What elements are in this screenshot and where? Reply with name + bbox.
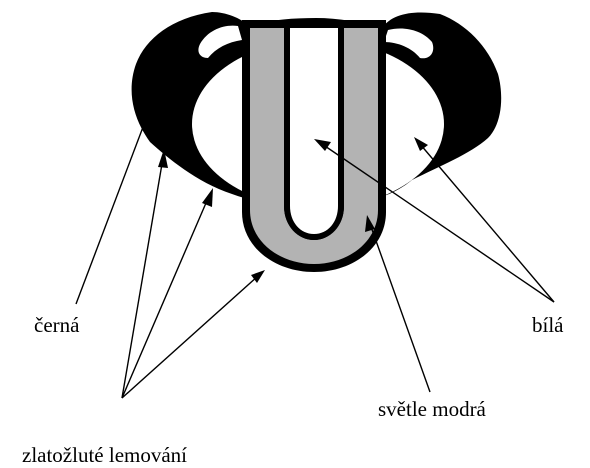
- arrow-black-line: [76, 98, 154, 304]
- label-golden-yellow-border: zlatožluté lemování: [22, 443, 187, 467]
- label-black: černá: [34, 313, 80, 337]
- label-light-blue: světle modrá: [378, 397, 487, 421]
- arrow-border-2-head: [202, 188, 213, 207]
- emblem-graphic: [132, 12, 502, 272]
- arrow-white-2-line: [420, 144, 554, 302]
- arrow-light-blue-line: [370, 224, 430, 392]
- arrow-border-3-line: [122, 276, 258, 398]
- u-interior-white: [290, 28, 338, 234]
- label-white: bílá: [532, 313, 564, 337]
- arrow-border-1-line: [122, 158, 163, 398]
- arrow-border-2-line: [122, 196, 209, 398]
